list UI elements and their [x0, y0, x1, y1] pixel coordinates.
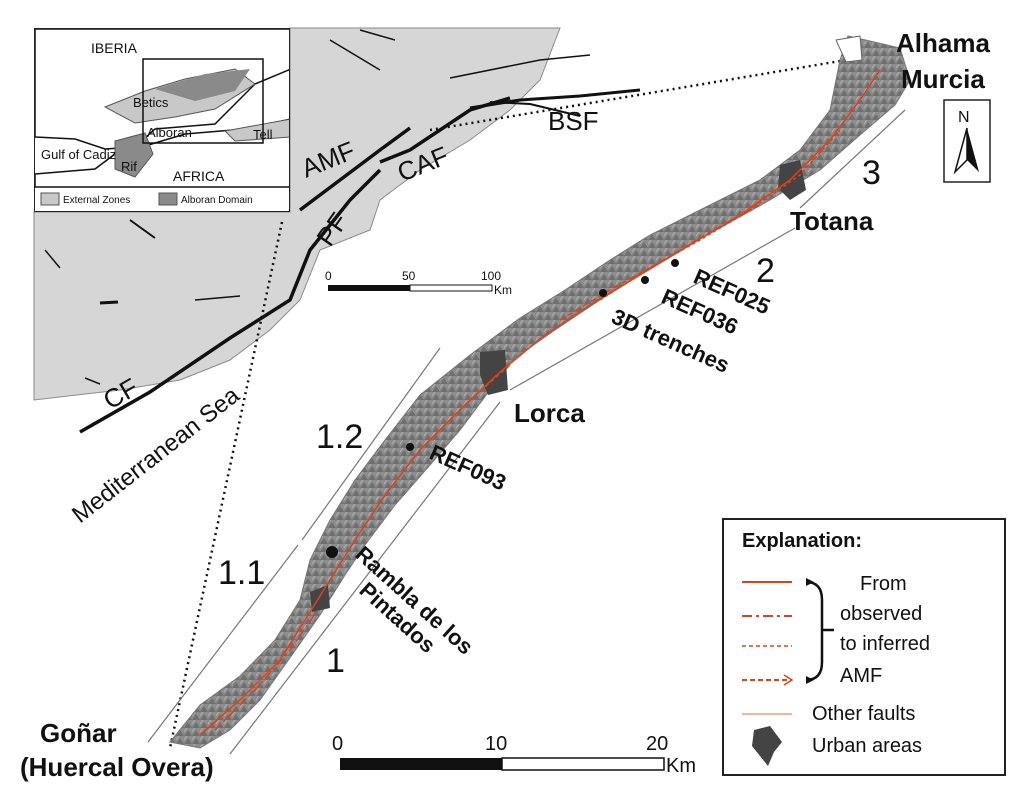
site-markers: [326, 259, 679, 558]
segment-label-1-2: 1.2: [316, 418, 363, 456]
inset-location-map: IBERIA Betics Alboran Tell Rif AFRICA Gu…: [34, 28, 290, 212]
local-scale-tick-10: 10: [485, 733, 507, 755]
inset-label-betics: Betics: [133, 95, 169, 110]
legend-amf-line-3: to inferred: [840, 633, 931, 655]
legend-symbols: [742, 578, 834, 766]
north-arrow-label: N: [958, 109, 970, 126]
sea-label: Mediterranean Sea: [67, 381, 245, 528]
regional-land: [33, 27, 561, 401]
town-murcia: Murcia: [901, 64, 985, 94]
legend-title: Explanation:: [742, 530, 863, 552]
local-scale-tick-0: 0: [332, 733, 343, 755]
fault-label-bsf: BSF: [548, 106, 599, 136]
local-scale-tick-20: 20: [646, 733, 668, 755]
legend-amf-line-2: observed: [840, 603, 923, 625]
inset-label-iberia: IBERIA: [91, 40, 138, 56]
legend-amf-line-4: AMF: [840, 665, 883, 687]
town-alhama: Alhama: [896, 28, 990, 58]
inset-label-alboran: Alboran: [147, 125, 192, 140]
inset-label-tell: Tell: [253, 127, 273, 142]
town-gonar: Goñar: [40, 718, 117, 748]
legend-other-faults: Other faults: [812, 703, 916, 725]
regional-scale-tick-0: 0: [325, 269, 332, 283]
regional-scale-tick-50: 50: [402, 269, 416, 283]
inset-label-gulf: Gulf of Cadiz: [41, 147, 116, 162]
amf-fault-traces: [199, 69, 881, 736]
legend-amf-line-1: From: [860, 573, 907, 595]
town-huercal: (Huercal Overa): [20, 752, 214, 782]
inset-label-africa: AFRICA: [173, 168, 225, 184]
inset-label-rif: Rif: [121, 159, 137, 174]
legend-urban-areas: Urban areas: [812, 735, 923, 757]
fault-zone-dem: [169, 35, 911, 749]
regional-fault-lines: [44, 29, 641, 434]
inset-canvas: IBERIA Betics Alboran Tell Rif AFRICA Gu…: [35, 29, 289, 206]
site-label-ref093: REF093: [426, 440, 510, 496]
segment-brackets: [147, 109, 906, 755]
inset-legend-alboran: Alboran Domain: [181, 195, 253, 206]
inset-legend-external: External Zones: [63, 195, 130, 206]
regional-scale-unit: Km: [494, 283, 512, 297]
regional-scale-tick-100: 100: [481, 269, 501, 283]
regional-scale-bar: [328, 284, 493, 292]
segment-label-1-1: 1.1: [218, 554, 265, 592]
segment-label-2: 2: [756, 252, 775, 290]
town-totana: Totana: [790, 206, 874, 236]
segment-label-3: 3: [862, 154, 881, 192]
local-scale-bar: [340, 757, 665, 771]
legend-box: Explanation: From observed to inferred A…: [722, 518, 1006, 776]
north-arrow: [943, 99, 991, 183]
local-scale-unit: Km: [666, 755, 696, 777]
town-lorca: Lorca: [514, 398, 585, 428]
segment-label-1: 1: [326, 642, 345, 680]
inset-connector-lines: [168, 56, 859, 749]
